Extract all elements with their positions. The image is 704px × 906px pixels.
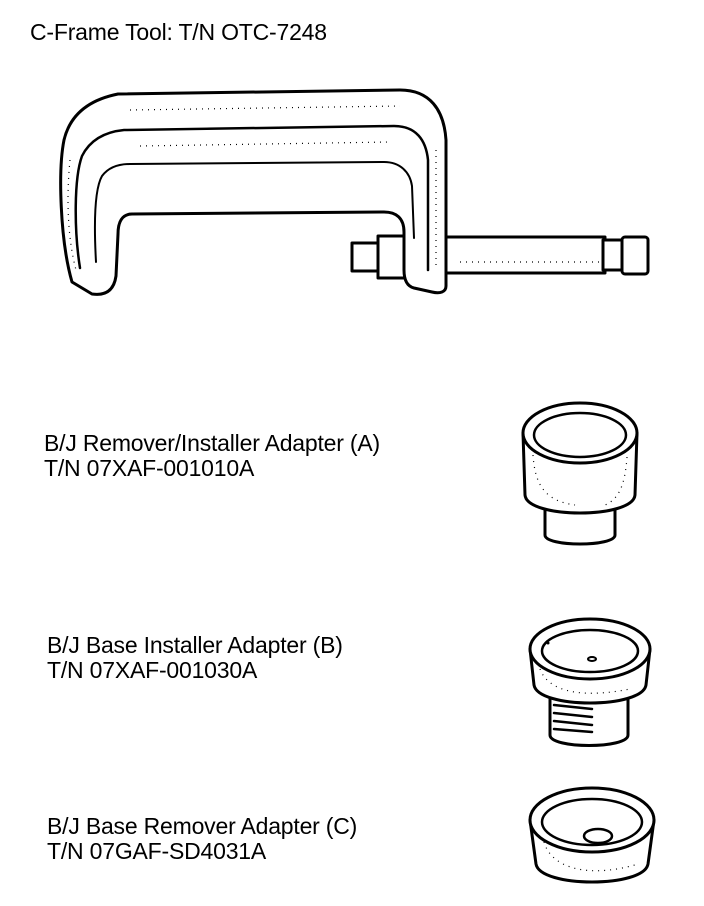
adapter-b-label: B/J Base Installer Adapter (B) T/N 07XAF… <box>47 633 343 683</box>
adapter-b-screw-mark <box>546 641 550 645</box>
adapter-c-illustration <box>528 786 656 884</box>
adapter-b-threaded-stem <box>548 695 630 747</box>
c-frame-screw-shaft <box>438 235 607 275</box>
adapter-b-center-dot <box>587 656 597 662</box>
c-frame-screw-handle <box>620 235 650 276</box>
c-frame-body <box>59 88 448 296</box>
c-frame-inner-contour <box>74 124 430 272</box>
adapter-b-illustration <box>528 617 652 747</box>
adapter-b-inner-bore <box>540 628 640 674</box>
adapter-c-inner-bore <box>540 797 644 847</box>
c-frame-tool-illustration <box>59 88 650 296</box>
c-frame-tool-name: C-Frame Tool: T/N OTC-7248 <box>30 19 327 45</box>
adapter-a-illustration <box>521 401 639 546</box>
adapter-b-shading <box>539 668 631 694</box>
adapter-b-thread-lines <box>552 703 594 734</box>
adapter-b-name: B/J Base Installer Adapter (B) <box>47 632 343 658</box>
adapter-c-part-number: T/N 07GAF-SD4031A <box>47 838 267 864</box>
adapter-b-part-number: T/N 07XAF-001030A <box>47 657 258 683</box>
adapter-c-center-hole <box>582 827 614 845</box>
c-frame-tool-label: C-Frame Tool: T/N OTC-7248 <box>30 20 327 45</box>
c-frame-inner-ridge <box>93 161 415 263</box>
adapter-a-inner-bore <box>532 411 628 459</box>
adapter-a-label: B/J Remover/Installer Adapter (A) T/N 07… <box>44 431 380 481</box>
c-frame-shading-left <box>67 159 77 271</box>
adapter-b-top-rim <box>528 617 652 681</box>
adapter-a-shading <box>532 454 576 506</box>
adapter-c-name: B/J Base Remover Adapter (C) <box>47 813 358 839</box>
adapter-a-part-number: T/N 07XAF-001010A <box>44 455 255 481</box>
adapter-a-name: B/J Remover/Installer Adapter (A) <box>44 430 380 456</box>
adapter-a-shading-right <box>604 456 628 506</box>
adapter-a-lower-stem <box>543 503 617 546</box>
adapter-c-label: B/J Base Remover Adapter (C) T/N 07GAF-S… <box>47 814 357 864</box>
